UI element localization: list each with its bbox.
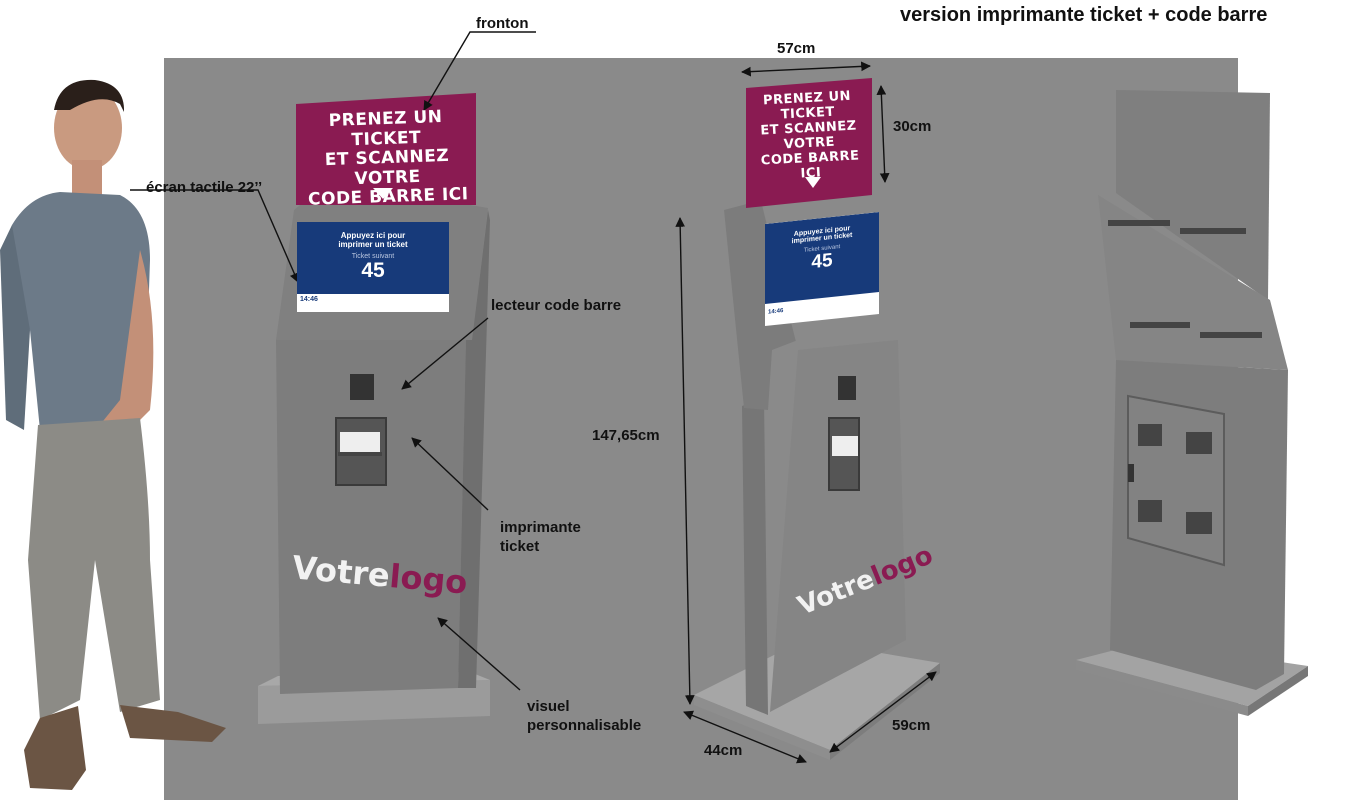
screen-line-1: Appuyez ici pour	[340, 231, 406, 240]
screen-time: 14:46	[768, 308, 784, 316]
logo-part-2: logo	[388, 556, 469, 602]
label-imprimante-line-2: ticket	[500, 538, 540, 555]
kiosk-side-sign-text: PRENEZ UN TICKET ET SCANNEZ VOTRE CODE B…	[746, 89, 873, 185]
sign-line-3: CODE BARRE ICI	[760, 148, 860, 182]
screen-time: 14:46	[300, 296, 318, 303]
dim-height-total: 147,65cm	[592, 427, 660, 444]
screen-line-2: imprimer un ticket	[338, 240, 408, 249]
annotation-lines	[130, 31, 937, 764]
kiosk-front-sign	[296, 93, 476, 205]
kiosk-side-screen: Appuyez ici pour imprimer un ticket Tick…	[765, 212, 879, 326]
dim-width-base: 59cm	[892, 717, 931, 734]
label-ecran: écran tactile 22’’	[146, 179, 263, 196]
dim-height-sign: 30cm	[893, 118, 932, 135]
label-imprimante-line-1: imprimante	[500, 519, 581, 536]
label-imprimante: imprimante ticket	[500, 518, 581, 556]
dim-depth: 44cm	[704, 742, 743, 759]
kiosk-back	[1076, 90, 1308, 716]
screen-sub: Ticket suivant	[351, 253, 395, 260]
kiosk-front-sign-text: PRENEZ UN TICKET ET SCANNEZ VOTRE CODE B…	[298, 107, 475, 211]
label-lecteur: lecteur code barre	[491, 297, 622, 314]
kiosk-side-sign	[746, 78, 872, 208]
dim-width-top: 57cm	[777, 40, 816, 57]
label-visuel: visuel personnalisable	[527, 697, 641, 735]
person-figure	[0, 79, 226, 790]
screen-number: 45	[361, 259, 385, 282]
page-title: version imprimante ticket + code barre	[900, 4, 1268, 26]
kiosk-front-screen: Appuyez ici pour imprimer un ticket Tick…	[297, 222, 449, 312]
label-visuel-line-2: personnalisable	[527, 717, 642, 734]
label-visuel-line-1: visuel	[527, 698, 570, 715]
label-fronton: fronton	[476, 15, 529, 32]
